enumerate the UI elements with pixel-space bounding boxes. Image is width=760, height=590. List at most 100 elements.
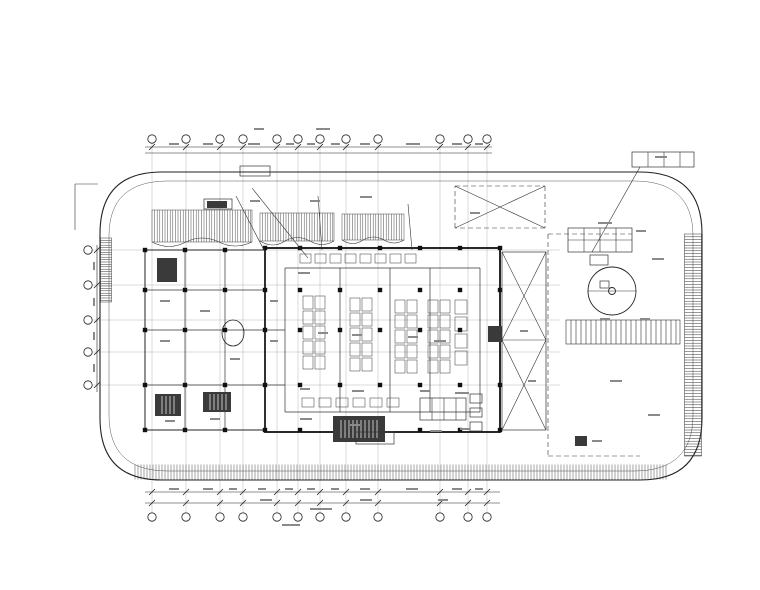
dimension-tick — [464, 488, 472, 496]
equipment-unit — [374, 253, 387, 264]
dimension-tick — [294, 488, 302, 496]
dimension-tick — [216, 143, 224, 151]
dimension-tick — [93, 281, 101, 289]
text-mark — [360, 143, 370, 145]
dimension-tick — [273, 488, 281, 496]
column-marker — [377, 245, 383, 251]
text-mark — [640, 318, 650, 320]
text-mark — [165, 420, 175, 422]
column-marker — [182, 327, 188, 333]
equipment-unit — [439, 344, 451, 359]
misc-outline — [501, 251, 547, 431]
landscape-contour — [341, 236, 405, 244]
dimension-tick — [273, 143, 281, 151]
equipment-unit — [361, 357, 373, 372]
dimension-tick — [436, 488, 444, 496]
text-mark — [307, 488, 315, 490]
column-marker — [142, 382, 148, 388]
column-marker — [182, 382, 188, 388]
text-mark — [360, 488, 370, 490]
grid-bubble — [341, 134, 351, 144]
text-mark — [300, 418, 312, 420]
building-outer-wall — [264, 247, 501, 433]
column-marker — [337, 327, 343, 333]
stair-core — [333, 416, 385, 442]
dimension-tick — [294, 143, 302, 151]
equipment-unit — [314, 355, 326, 370]
dimension-tick — [374, 488, 382, 496]
grid-bubble — [463, 134, 473, 144]
text-mark — [270, 300, 278, 302]
text-mark — [169, 143, 179, 145]
text-mark — [300, 388, 310, 390]
text-mark — [298, 272, 310, 274]
text-mark — [160, 300, 170, 302]
equipment-unit — [454, 333, 468, 349]
landscape-contour — [259, 237, 335, 246]
column-marker — [182, 247, 188, 253]
grid-bubble — [181, 134, 191, 144]
dimension-tick — [216, 499, 224, 507]
dimension-tick — [93, 381, 101, 389]
column-marker — [182, 287, 188, 293]
dimension-tick — [216, 488, 224, 496]
hatch-crossing — [565, 319, 681, 345]
grid-bubble — [315, 134, 325, 144]
equipment-unit — [344, 253, 357, 264]
dimension-tick — [93, 348, 101, 356]
grid-bubble — [341, 512, 351, 522]
column-marker — [457, 287, 463, 293]
column-marker — [262, 427, 268, 433]
equipment-unit — [301, 397, 315, 408]
misc-line — [454, 185, 546, 229]
column-marker — [417, 245, 423, 251]
equipment-unit — [454, 316, 468, 332]
equipment-unit — [314, 295, 326, 310]
column-marker — [222, 247, 228, 253]
grid-bubble — [238, 134, 248, 144]
misc-outline — [239, 165, 271, 177]
dimension-tick — [148, 488, 156, 496]
equipment-unit — [439, 314, 451, 329]
misc-outline — [469, 421, 483, 432]
text-mark — [460, 428, 470, 430]
text-mark — [598, 222, 612, 224]
misc-outline — [419, 397, 467, 421]
dimension-tick — [374, 499, 382, 507]
text-mark — [360, 196, 372, 198]
dimension-tick — [316, 499, 324, 507]
grid-bubble — [482, 512, 492, 522]
misc-line — [501, 251, 547, 341]
equipment-unit — [394, 359, 406, 374]
grid-bubble — [238, 512, 248, 522]
grid-bubble — [435, 134, 445, 144]
misc-outline — [631, 151, 695, 168]
equipment-unit — [302, 310, 314, 325]
equipment-unit — [318, 397, 332, 408]
text-mark — [452, 143, 462, 145]
column-marker — [337, 245, 343, 251]
column-marker — [377, 382, 383, 388]
stair-core — [203, 392, 231, 412]
column-marker — [297, 427, 303, 433]
column-marker — [497, 287, 503, 293]
equipment-unit — [406, 314, 418, 329]
hatch-right-road — [684, 233, 702, 457]
text-mark — [350, 424, 360, 426]
grid-bubble — [83, 380, 93, 390]
building-left-wing — [144, 249, 266, 431]
text-mark — [316, 128, 330, 130]
column-marker — [222, 427, 228, 433]
column-marker — [457, 382, 463, 388]
text-mark — [318, 332, 328, 334]
misc-outline — [355, 431, 395, 445]
dimension-tick — [436, 143, 444, 151]
grid-bubble — [435, 512, 445, 522]
column-marker — [222, 287, 228, 293]
dimension-tick — [342, 499, 350, 507]
text-mark — [352, 334, 362, 336]
dimension-tick — [294, 499, 302, 507]
column-marker — [497, 427, 503, 433]
column-marker — [377, 287, 383, 293]
text-mark — [652, 258, 664, 260]
